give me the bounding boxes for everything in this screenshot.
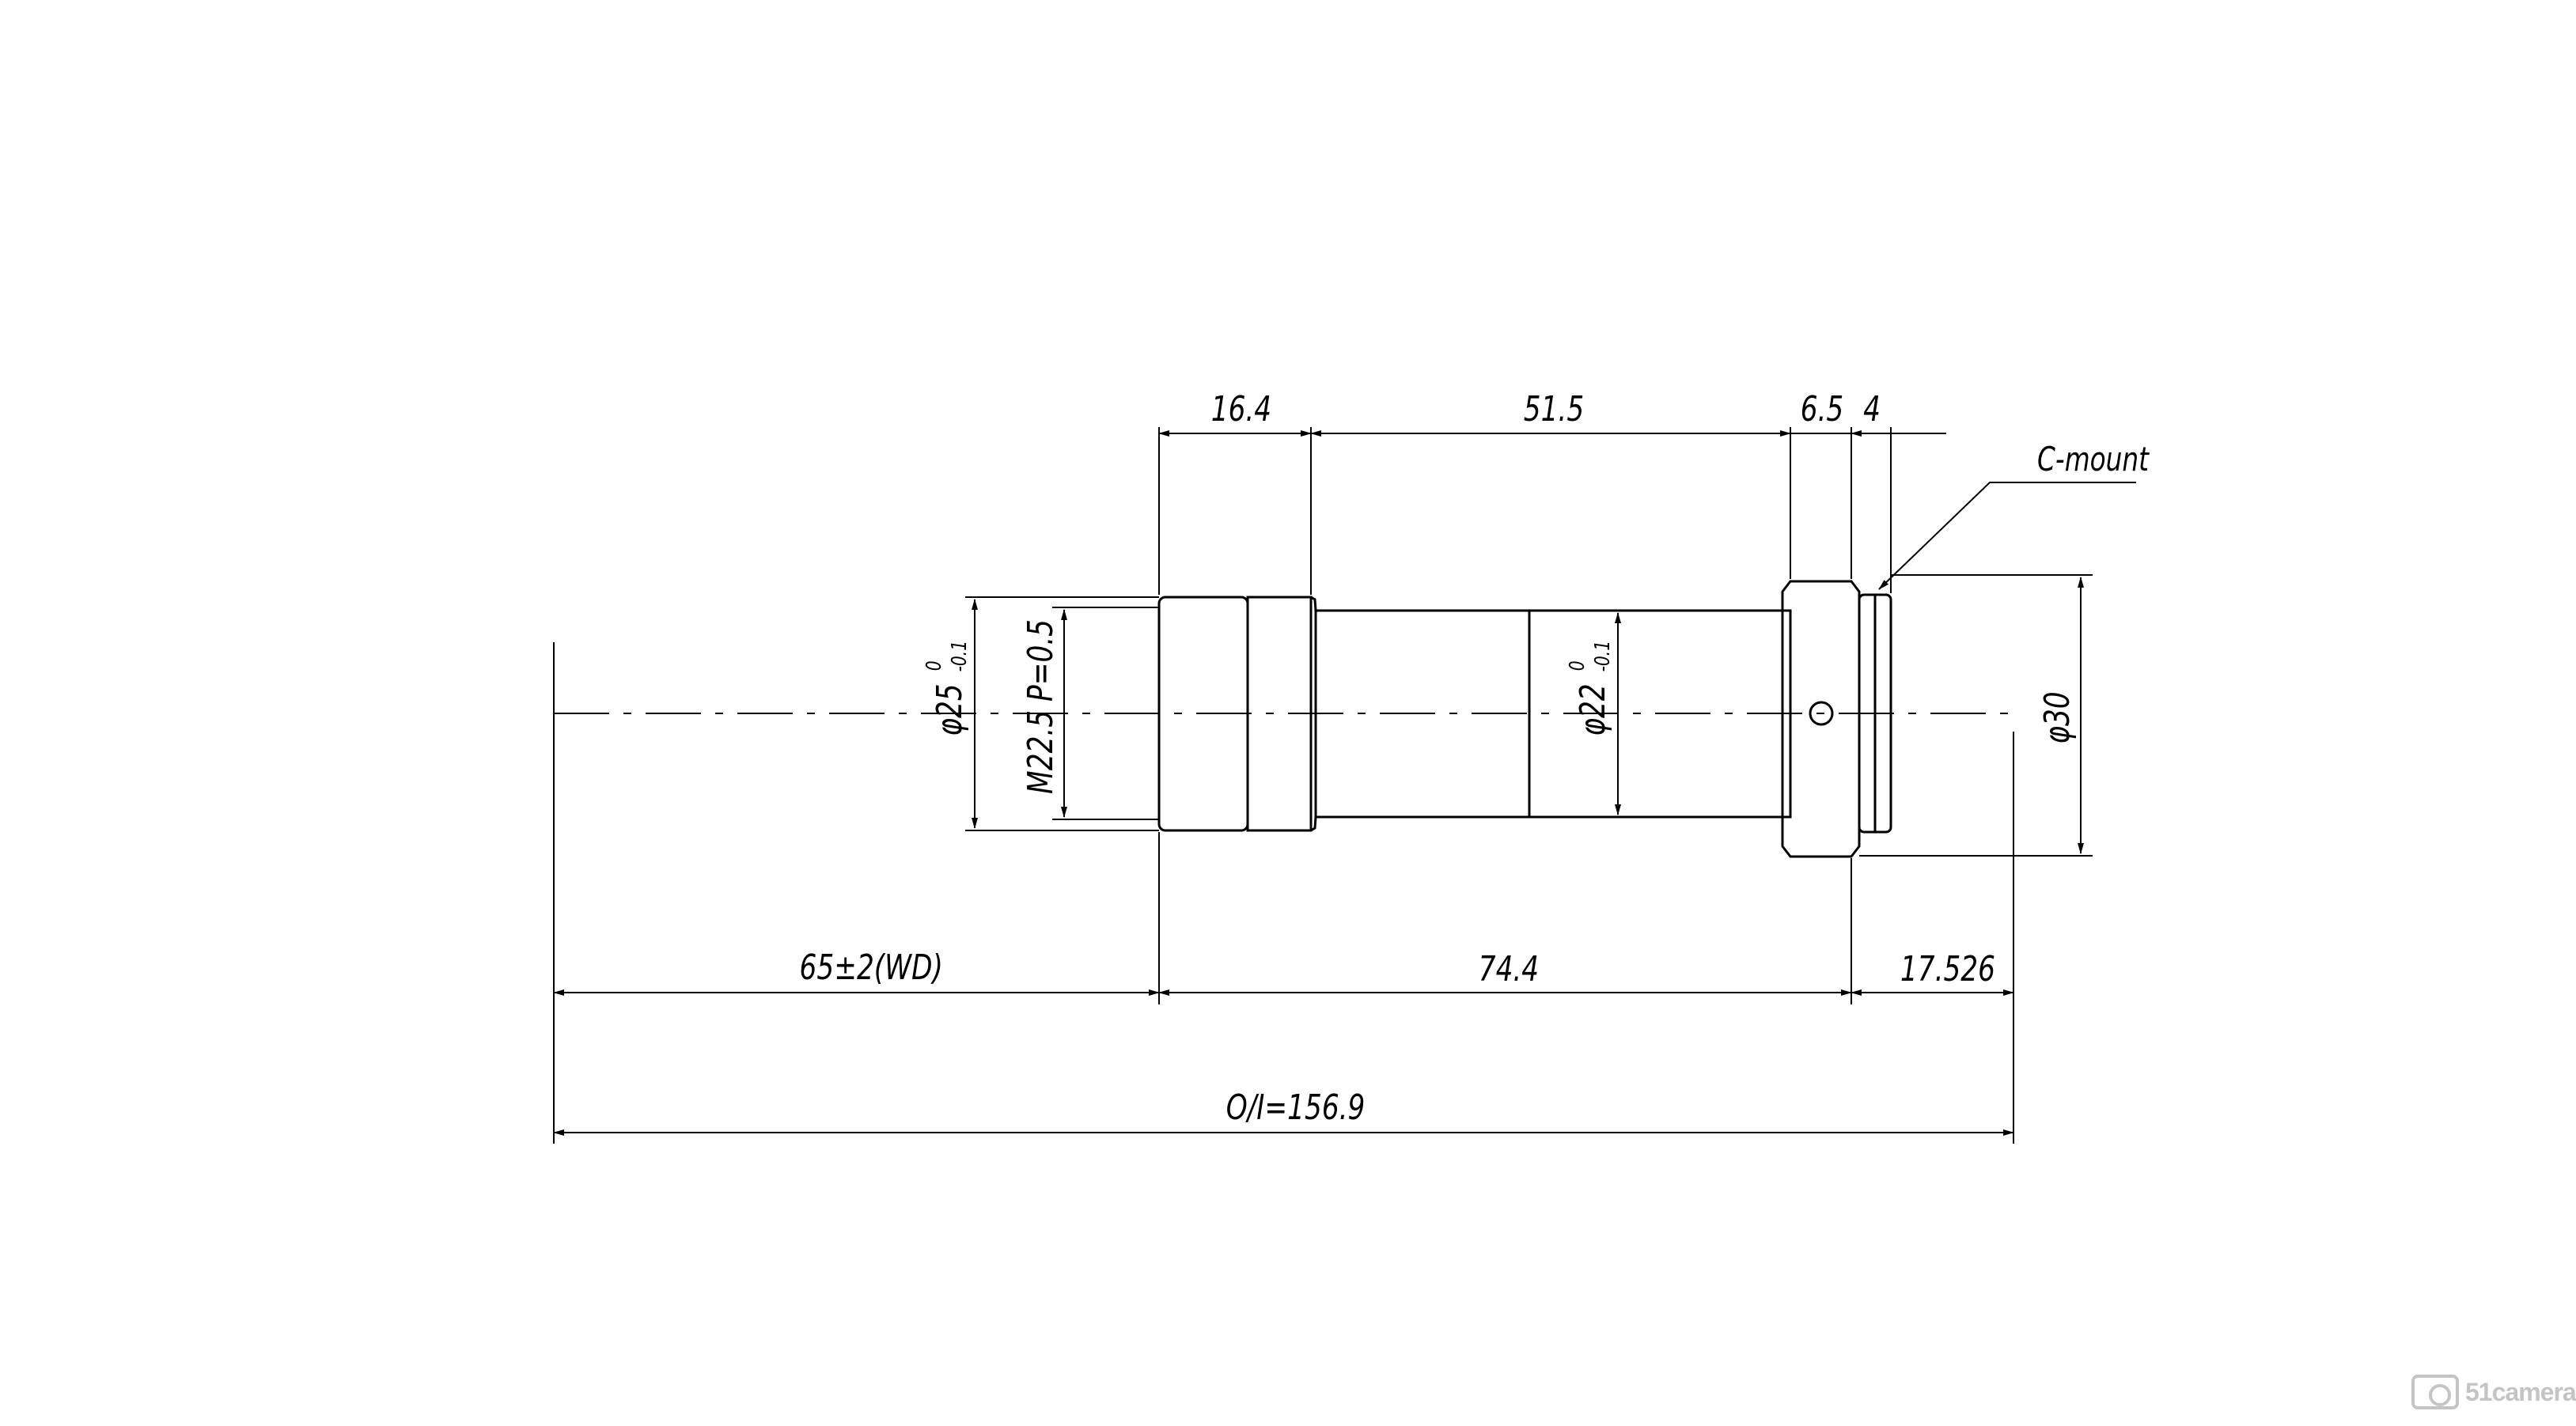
watermark-text: 51camera (2465, 1378, 2576, 1406)
lens-mount-collar (1781, 580, 1892, 858)
dim-text-dia30: φ30 (2037, 691, 2078, 743)
dim-text-mount: 4 (1863, 389, 1881, 429)
dim-text-dia22: φ22 (1573, 683, 1613, 736)
dim-text-body: 74.4 (1479, 949, 1539, 989)
dim-text-dia25-tol-upper: 0 (922, 660, 946, 671)
dim-text-front-thread: 16.4 (1211, 389, 1271, 429)
dim-text-dia25: φ25 (930, 683, 970, 736)
dim-text-dia25-tol-lower: -0.1 (948, 641, 972, 672)
lens-front-section (1157, 596, 1313, 832)
dim-text-thread: M22.5 P=0.5 (1021, 619, 1061, 794)
camera-logo-icon (2411, 1375, 2459, 1409)
watermark: 51camera (2411, 1375, 2576, 1409)
dim-text-dia22-tol-upper: 0 (1566, 660, 1589, 671)
lens-barrel (1314, 609, 1792, 819)
dim-text-flange-back: 17.526 (1900, 949, 1995, 989)
c-mount-label: C-mount (2037, 440, 2150, 478)
dim-text-dia22-tol-lower: -0.1 (1591, 641, 1615, 672)
dim-text-collar: 6.5 (1801, 389, 1844, 429)
c-mount-leader (1878, 482, 2136, 590)
dim-text-barrel: 51.5 (1524, 389, 1584, 429)
dim-text-wd: 65±2(WD) (800, 948, 943, 988)
dim-text-total: O/I=156.9 (1226, 1087, 1366, 1128)
